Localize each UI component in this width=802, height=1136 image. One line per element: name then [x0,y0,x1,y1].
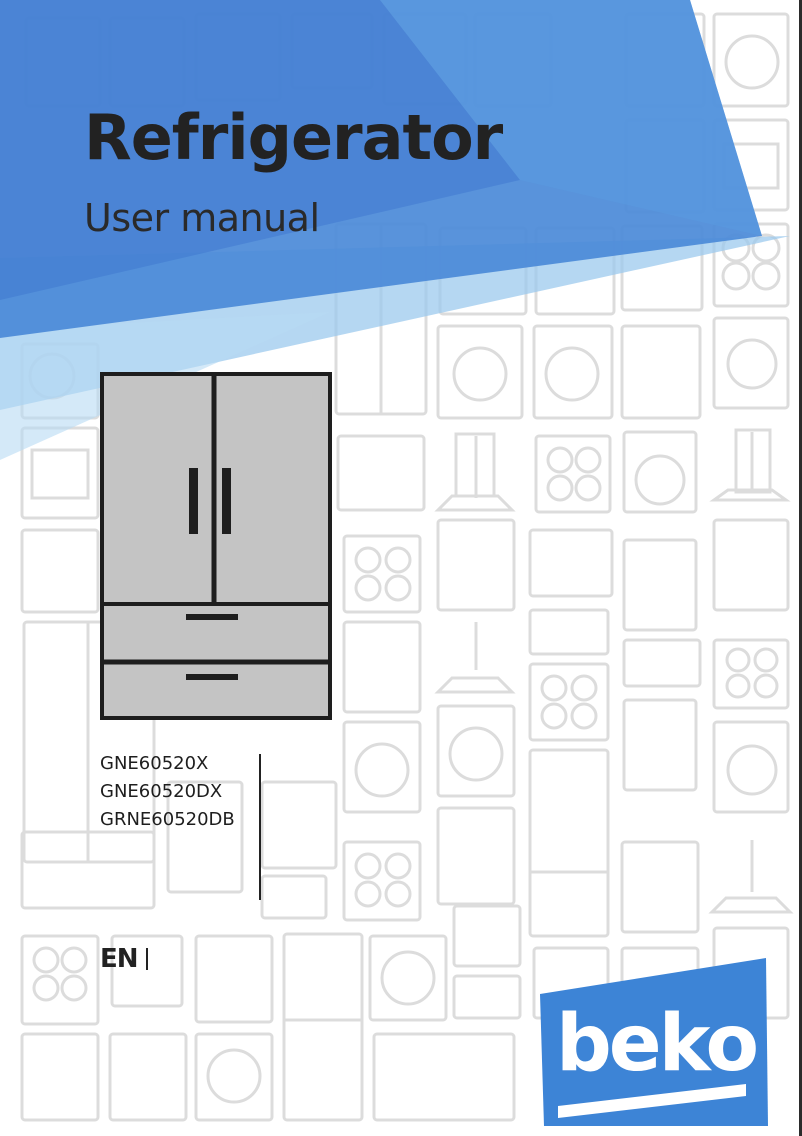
model-list: GNE60520X GNE60520DX GRNE60520DB [100,750,235,834]
language-indicator: EN [100,942,148,976]
language-code: EN [100,944,139,974]
model-number: GRNE60520DB [100,809,235,830]
model-divider-line [259,754,261,900]
brand-wordmark: beko [556,999,757,1089]
page-edge [799,0,802,1136]
document-subtitle: User manual [84,196,320,240]
model-number: GNE60520DX [100,781,223,802]
model-number: GNE60520X [100,753,209,774]
beko-logo: beko [540,958,768,1126]
french-door-refrigerator-icon [100,372,332,720]
document-title: Refrigerator [84,101,503,174]
language-divider [145,948,148,970]
